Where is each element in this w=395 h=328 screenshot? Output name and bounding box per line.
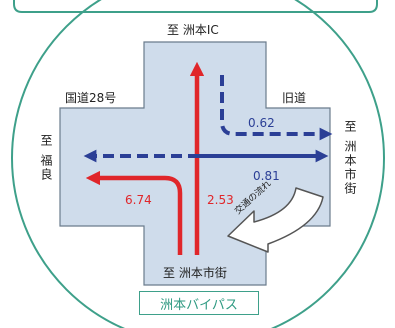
bypass-badge: 洲本バイパス — [139, 291, 259, 315]
label-route-west: 国道28号 — [65, 91, 117, 105]
blue-arrow-north-east — [220, 75, 333, 141]
value-west-red: 6.74 — [125, 193, 152, 207]
label-east: 至 洲本市街 — [343, 120, 357, 196]
bypass-badge-label: 洲本バイパス — [160, 297, 238, 313]
value-east-lower: 0.81 — [253, 169, 280, 183]
value-east-upper: 0.62 — [248, 116, 275, 130]
label-route-east: 旧道 — [282, 91, 307, 105]
label-north: 至 洲本IC — [167, 23, 219, 37]
value-south-red: 2.53 — [207, 193, 234, 207]
circle-outline — [11, 0, 385, 328]
top-frame — [13, 0, 378, 13]
label-south: 至 洲本市街 — [163, 266, 227, 280]
label-west: 至 福良 — [39, 134, 53, 182]
red-arrow-to-west — [85, 170, 183, 255]
flow-direction-arrow — [227, 187, 324, 253]
